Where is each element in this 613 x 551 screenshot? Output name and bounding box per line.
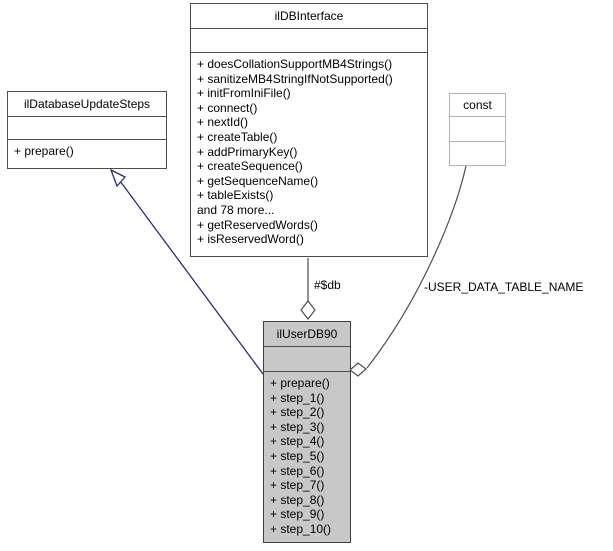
- operation-item: + step_3(): [270, 419, 325, 434]
- class-separator: [450, 141, 505, 142]
- edge-label-const: -USER_DATA_TABLE_NAME: [424, 280, 584, 294]
- operation-item: + createTable(): [197, 129, 278, 144]
- operation-item: + step_1(): [270, 390, 325, 405]
- operation-item: + getReservedWords(): [197, 217, 318, 232]
- operation-item: + connect(): [197, 100, 258, 115]
- operation-item: + addPrimaryKey(): [197, 144, 298, 159]
- class-separator: [191, 28, 427, 29]
- operation-item: + step_10(): [270, 521, 332, 536]
- edge-label-db: #$db: [314, 278, 341, 292]
- class-node-ildatabaseupdatesteps[interactable]: ilDatabaseUpdateSteps + prepare(): [7, 91, 167, 169]
- class-separator: [450, 116, 505, 117]
- operation-item: + initFromIniFile(): [197, 86, 291, 101]
- class-operations-const: [450, 142, 505, 164]
- class-operations-iluserdb90: + prepare() + step_1() + step_2() + step…: [264, 372, 350, 542]
- operation-item: + sanitizeMB4StringIfNotSupported(): [197, 71, 393, 86]
- operation-item-more: and 78 more...: [197, 202, 275, 217]
- edge-aggregation-db: [300, 258, 316, 320]
- class-title-iluserdb90: ilUserDB90: [276, 327, 338, 341]
- class-separator: [264, 371, 350, 372]
- operation-item: + step_6(): [270, 463, 325, 478]
- operation-item: + getSequenceName(): [197, 173, 319, 188]
- class-node-iluserdb90[interactable]: ilUserDB90 + prepare() + step_1() + step…: [263, 321, 351, 543]
- operation-item: + tableExists(): [197, 188, 274, 203]
- class-separator: [191, 52, 427, 53]
- class-title-ildatabaseupdatesteps: ilDatabaseUpdateSteps: [23, 97, 151, 111]
- operation-item: + prepare(): [14, 144, 74, 158]
- operation-item: + step_4(): [270, 434, 325, 449]
- class-attributes-iluserdb90: [264, 347, 350, 371]
- class-operations-ildatabaseupdatesteps: + prepare(): [8, 140, 166, 164]
- operation-item: + step_7(): [270, 478, 325, 493]
- operation-item: + isReservedWord(): [197, 232, 304, 247]
- class-separator: [264, 346, 350, 347]
- class-operations-ildbinterface: + doesCollationSupportMB4Strings() + san…: [191, 53, 427, 252]
- class-node-const[interactable]: const: [449, 93, 506, 166]
- class-separator: [8, 116, 166, 117]
- class-title-const: const: [463, 98, 492, 112]
- operation-item: + step_8(): [270, 492, 325, 507]
- class-attributes-ildbinterface: [191, 29, 427, 52]
- class-attributes-ildatabaseupdatesteps: [8, 117, 166, 139]
- operation-item: + nextId(): [197, 115, 249, 130]
- operation-item: + doesCollationSupportMB4Strings(): [197, 57, 393, 71]
- operation-item: + step_9(): [270, 507, 325, 522]
- class-attributes-const: [450, 117, 505, 141]
- class-node-ildbinterface[interactable]: ilDBInterface + doesCollationSupportMB4S…: [190, 3, 428, 257]
- operation-item: + step_5(): [270, 448, 325, 463]
- class-separator: [8, 139, 166, 140]
- operation-item: + step_2(): [270, 405, 325, 420]
- class-title-ildbinterface: ilDBInterface: [274, 9, 344, 23]
- operation-item: + prepare(): [270, 376, 330, 390]
- operation-item: + createSequence(): [197, 159, 303, 174]
